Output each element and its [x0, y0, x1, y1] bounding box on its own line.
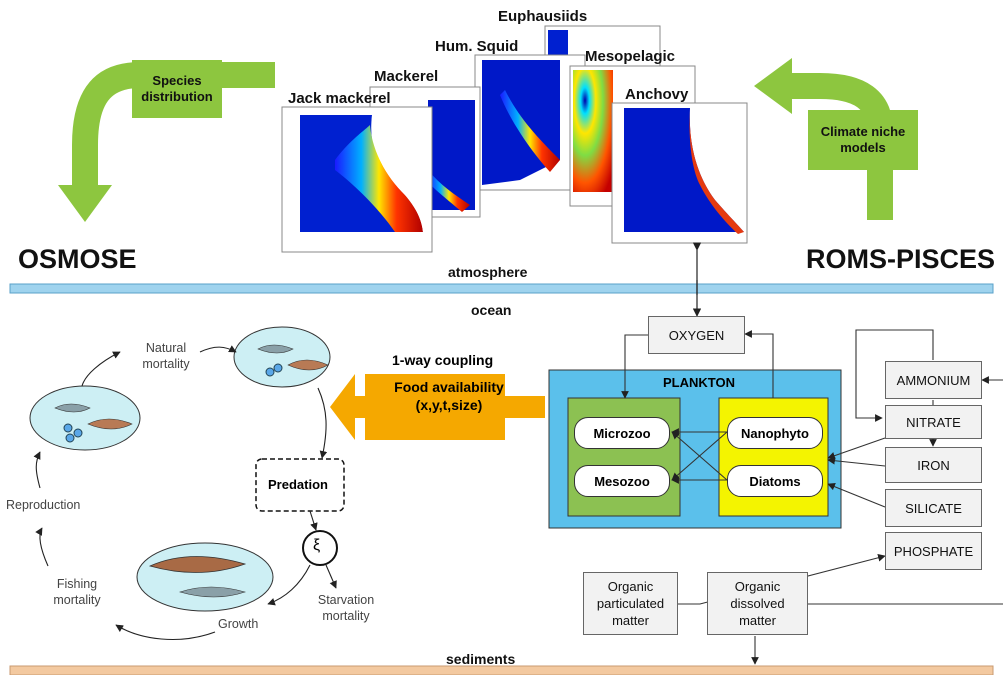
map-jack-mackerel	[281, 106, 433, 253]
osmose-title: OSMOSE	[18, 244, 137, 274]
map-title-mesopelagic: Mesopelagic	[585, 48, 676, 65]
species-distribution-label: Species distribution	[132, 60, 222, 118]
organic-particulated-box: Organic particulated matter	[583, 572, 678, 635]
starvation-mortality-label: Starvation mortality	[317, 593, 375, 623]
growth-label: Growth	[218, 617, 259, 631]
nitrate-box: NITRATE	[885, 405, 982, 439]
map-title-jack-mackerel: Jack mackerel	[288, 90, 391, 107]
fish-oval-bottom	[136, 542, 274, 612]
plankton-label: PLANKTON	[663, 375, 735, 390]
mesozoo-node: Mesozoo	[574, 465, 670, 497]
predation-box	[255, 458, 345, 512]
phyto-box	[718, 397, 829, 517]
zoo-box	[567, 397, 681, 517]
fish-oval-top	[233, 326, 331, 388]
coupling-label: 1-way coupling	[392, 352, 494, 368]
fish-icons	[54, 344, 329, 598]
organic-dissolved-box: Organic dissolved matter	[707, 572, 808, 635]
microzoo-node: Microzoo	[574, 417, 670, 449]
map-title-euphausiids: Euphausiids	[498, 8, 588, 25]
natural-mortality-label: Natural mortality	[142, 341, 190, 371]
silicate-box: SILICATE	[885, 489, 982, 527]
atmosphere-band	[9, 283, 994, 294]
map-title-hum-squid: Hum. Squid	[435, 38, 519, 55]
fishing-mortality-label: Fishing mortality	[53, 577, 101, 607]
map-title-anchovy: Anchovy	[625, 86, 689, 103]
ammonium-box: AMMONIUM	[885, 361, 982, 399]
reproduction-label: Reproduction	[6, 498, 81, 512]
diatoms-node: Diatoms	[727, 465, 823, 497]
map-title-mackerel: Mackerel	[374, 68, 439, 85]
food-coupling-arrow	[330, 374, 545, 440]
xi-circle	[302, 530, 338, 566]
biogeochem-links	[621, 329, 1003, 665]
xi-symbol: ξ	[313, 537, 321, 554]
oxygen-box: OXYGEN	[648, 316, 745, 354]
iron-box: IRON	[885, 447, 982, 483]
roms-title: ROMS-PISCES	[805, 244, 995, 274]
sediments-label: sediments	[446, 651, 516, 667]
food-availability-label: Food availability (x,y,t,size)	[394, 379, 504, 413]
cycle-arrows	[33, 345, 337, 640]
predation-label: Predation	[268, 477, 328, 492]
fish-oval-left	[29, 385, 141, 451]
atmosphere-label: atmosphere	[448, 264, 528, 280]
climate-niche-label: Climate niche models	[808, 110, 918, 170]
map-anchovy	[611, 102, 748, 244]
sediment-band	[9, 665, 994, 675]
ocean-label: ocean	[471, 302, 512, 318]
nanophyto-node: Nanophyto	[727, 417, 823, 449]
phosphate-box: PHOSPHATE	[885, 532, 982, 570]
map-hum-squid	[474, 54, 586, 191]
